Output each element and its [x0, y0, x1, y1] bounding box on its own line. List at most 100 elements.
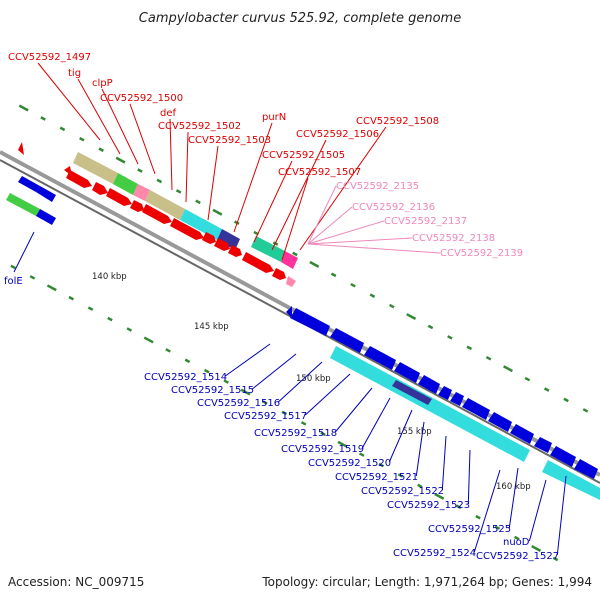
gene-label-rev-1-leader	[251, 353, 297, 390]
gene-arrow	[106, 188, 132, 206]
scale-tick	[494, 525, 501, 530]
gene-arrow	[228, 245, 242, 257]
scale-tick	[434, 492, 445, 500]
gene-arrow	[418, 375, 440, 394]
scale-tick	[485, 355, 492, 361]
gene-label-rev-12: CCV52592_1524	[393, 548, 476, 559]
scale-tick	[513, 535, 520, 541]
scale-tick	[406, 313, 417, 321]
gene-label-rev-7: CCV52592_1521	[335, 472, 418, 483]
gene-label-fwd-7-leader	[233, 122, 273, 233]
scale-tick	[475, 514, 481, 520]
gene-label-fwd-8: CCV52592_1505	[262, 150, 345, 161]
gene-label-rev-5-leader	[361, 397, 391, 449]
scale-tick	[184, 358, 191, 364]
scale-tick	[563, 397, 569, 403]
gene-label-fwd-2: clpP	[92, 78, 113, 89]
scale-tick	[466, 345, 473, 351]
gene-arrow	[202, 232, 216, 244]
gene-label-folE-leader	[13, 231, 35, 273]
gene-label-pink-2-leader	[307, 220, 385, 245]
gene-box	[392, 380, 432, 405]
gene-label-rev-11-leader	[528, 479, 547, 542]
scale-tick	[143, 336, 154, 344]
gene-label-rev-9: CCV52592_1523	[387, 500, 470, 511]
scale-tick	[455, 504, 462, 510]
gene-label-rev-8-leader	[441, 435, 447, 491]
gene-label-fwd-1-leader	[77, 78, 121, 155]
gene-label-rev-10-leader	[508, 467, 519, 529]
gene-arrow	[272, 268, 286, 280]
gene-label-pink-4-leader	[307, 243, 441, 254]
scale-tick	[223, 379, 229, 384]
gene-arrow	[394, 362, 420, 383]
gene-label-pink-4: CCV52592_2139	[440, 248, 523, 259]
gene-label-rev-6: CCV52592_1520	[308, 458, 391, 469]
scale-tick	[417, 483, 423, 489]
gene-arrow	[488, 412, 512, 432]
gene-box	[180, 209, 222, 240]
gene-label-rev-12-leader	[473, 469, 501, 553]
gene-box	[36, 209, 56, 225]
scale-tick	[107, 316, 113, 322]
gene-arrow	[330, 328, 364, 353]
gene-label-pink-1-leader	[307, 206, 353, 245]
gene-label-rev-3: CCV52592_1517	[224, 411, 307, 422]
gene-box	[6, 193, 40, 216]
gene-label-pink-3-leader	[307, 237, 413, 245]
gene-arrow	[130, 200, 144, 212]
scale-tick	[369, 293, 376, 298]
gene-arrow	[438, 386, 452, 400]
scale-tick	[330, 272, 337, 278]
gene-label-pink-3: CCV52592_2138	[412, 233, 495, 244]
gene-label-rev-9-leader	[467, 449, 471, 505]
gene-arrow	[18, 142, 24, 155]
gene-label-pink-2: CCV52592_2137	[384, 216, 467, 227]
gene-label-fwd-11-leader	[299, 126, 387, 251]
gene-arrow	[550, 446, 576, 467]
gene-box	[330, 346, 530, 462]
gene-label-rev-13-leader	[556, 475, 567, 556]
gene-label-fwd-9-leader	[271, 139, 327, 251]
scale-tick	[427, 324, 434, 330]
gene-label-fwd-10: CCV52592_1507	[278, 167, 361, 178]
gene-arrow	[66, 170, 92, 188]
scale-tick	[18, 104, 29, 112]
gene-label-fwd-3-leader	[129, 103, 156, 175]
kbp-145: 145 kbp	[194, 322, 229, 332]
scale-tick	[337, 440, 348, 448]
gene-arrow	[170, 218, 204, 240]
gene-label-rev-5: CCV52592_1519	[281, 444, 364, 455]
gene-label-fwd-3: CCV52592_1500	[100, 93, 183, 104]
scale-tick	[175, 189, 182, 194]
gene-arrow	[142, 204, 172, 224]
left-genes	[6, 142, 56, 225]
kbp-160: 160 kbp	[496, 482, 531, 492]
gene-label-fwd-8-leader	[253, 160, 293, 243]
gene-arrow	[214, 238, 230, 251]
gene-label-pink-0-leader	[307, 185, 337, 245]
scale-tick	[137, 168, 143, 173]
gene-label-rev-13: CCV52592_1527	[476, 551, 559, 562]
gene-labels: CCV52592_1497tigclpPCCV52592_1500defCCV5…	[4, 52, 559, 562]
scale-tick	[10, 264, 16, 270]
scale-tick	[87, 306, 94, 311]
gene-label-rev-2-leader	[277, 361, 323, 403]
reverse-genes	[286, 306, 600, 500]
label-leaders	[13, 62, 567, 556]
map-title: Campylobacter curvus 525.92, complete ge…	[139, 11, 461, 26]
scale-tick	[79, 136, 85, 142]
gene-arrow	[510, 424, 534, 444]
gene-label-rev-2: CCV52592_1516	[197, 398, 280, 409]
scale-tick	[388, 303, 395, 309]
gene-label-fwd-0-leader	[37, 62, 101, 141]
gene-label-rev-10: CCV52592_1525	[428, 524, 511, 535]
gene-label-fwd-0: CCV52592_1497	[8, 52, 91, 63]
kbp-150: 150 kbp	[296, 374, 331, 384]
gene-label-fwd-11: CCV52592_1508	[356, 116, 439, 127]
gene-label-fwd-6-leader	[207, 145, 219, 221]
scale-tick	[204, 368, 210, 374]
scale-tick	[397, 473, 404, 478]
gene-box	[113, 173, 138, 195]
